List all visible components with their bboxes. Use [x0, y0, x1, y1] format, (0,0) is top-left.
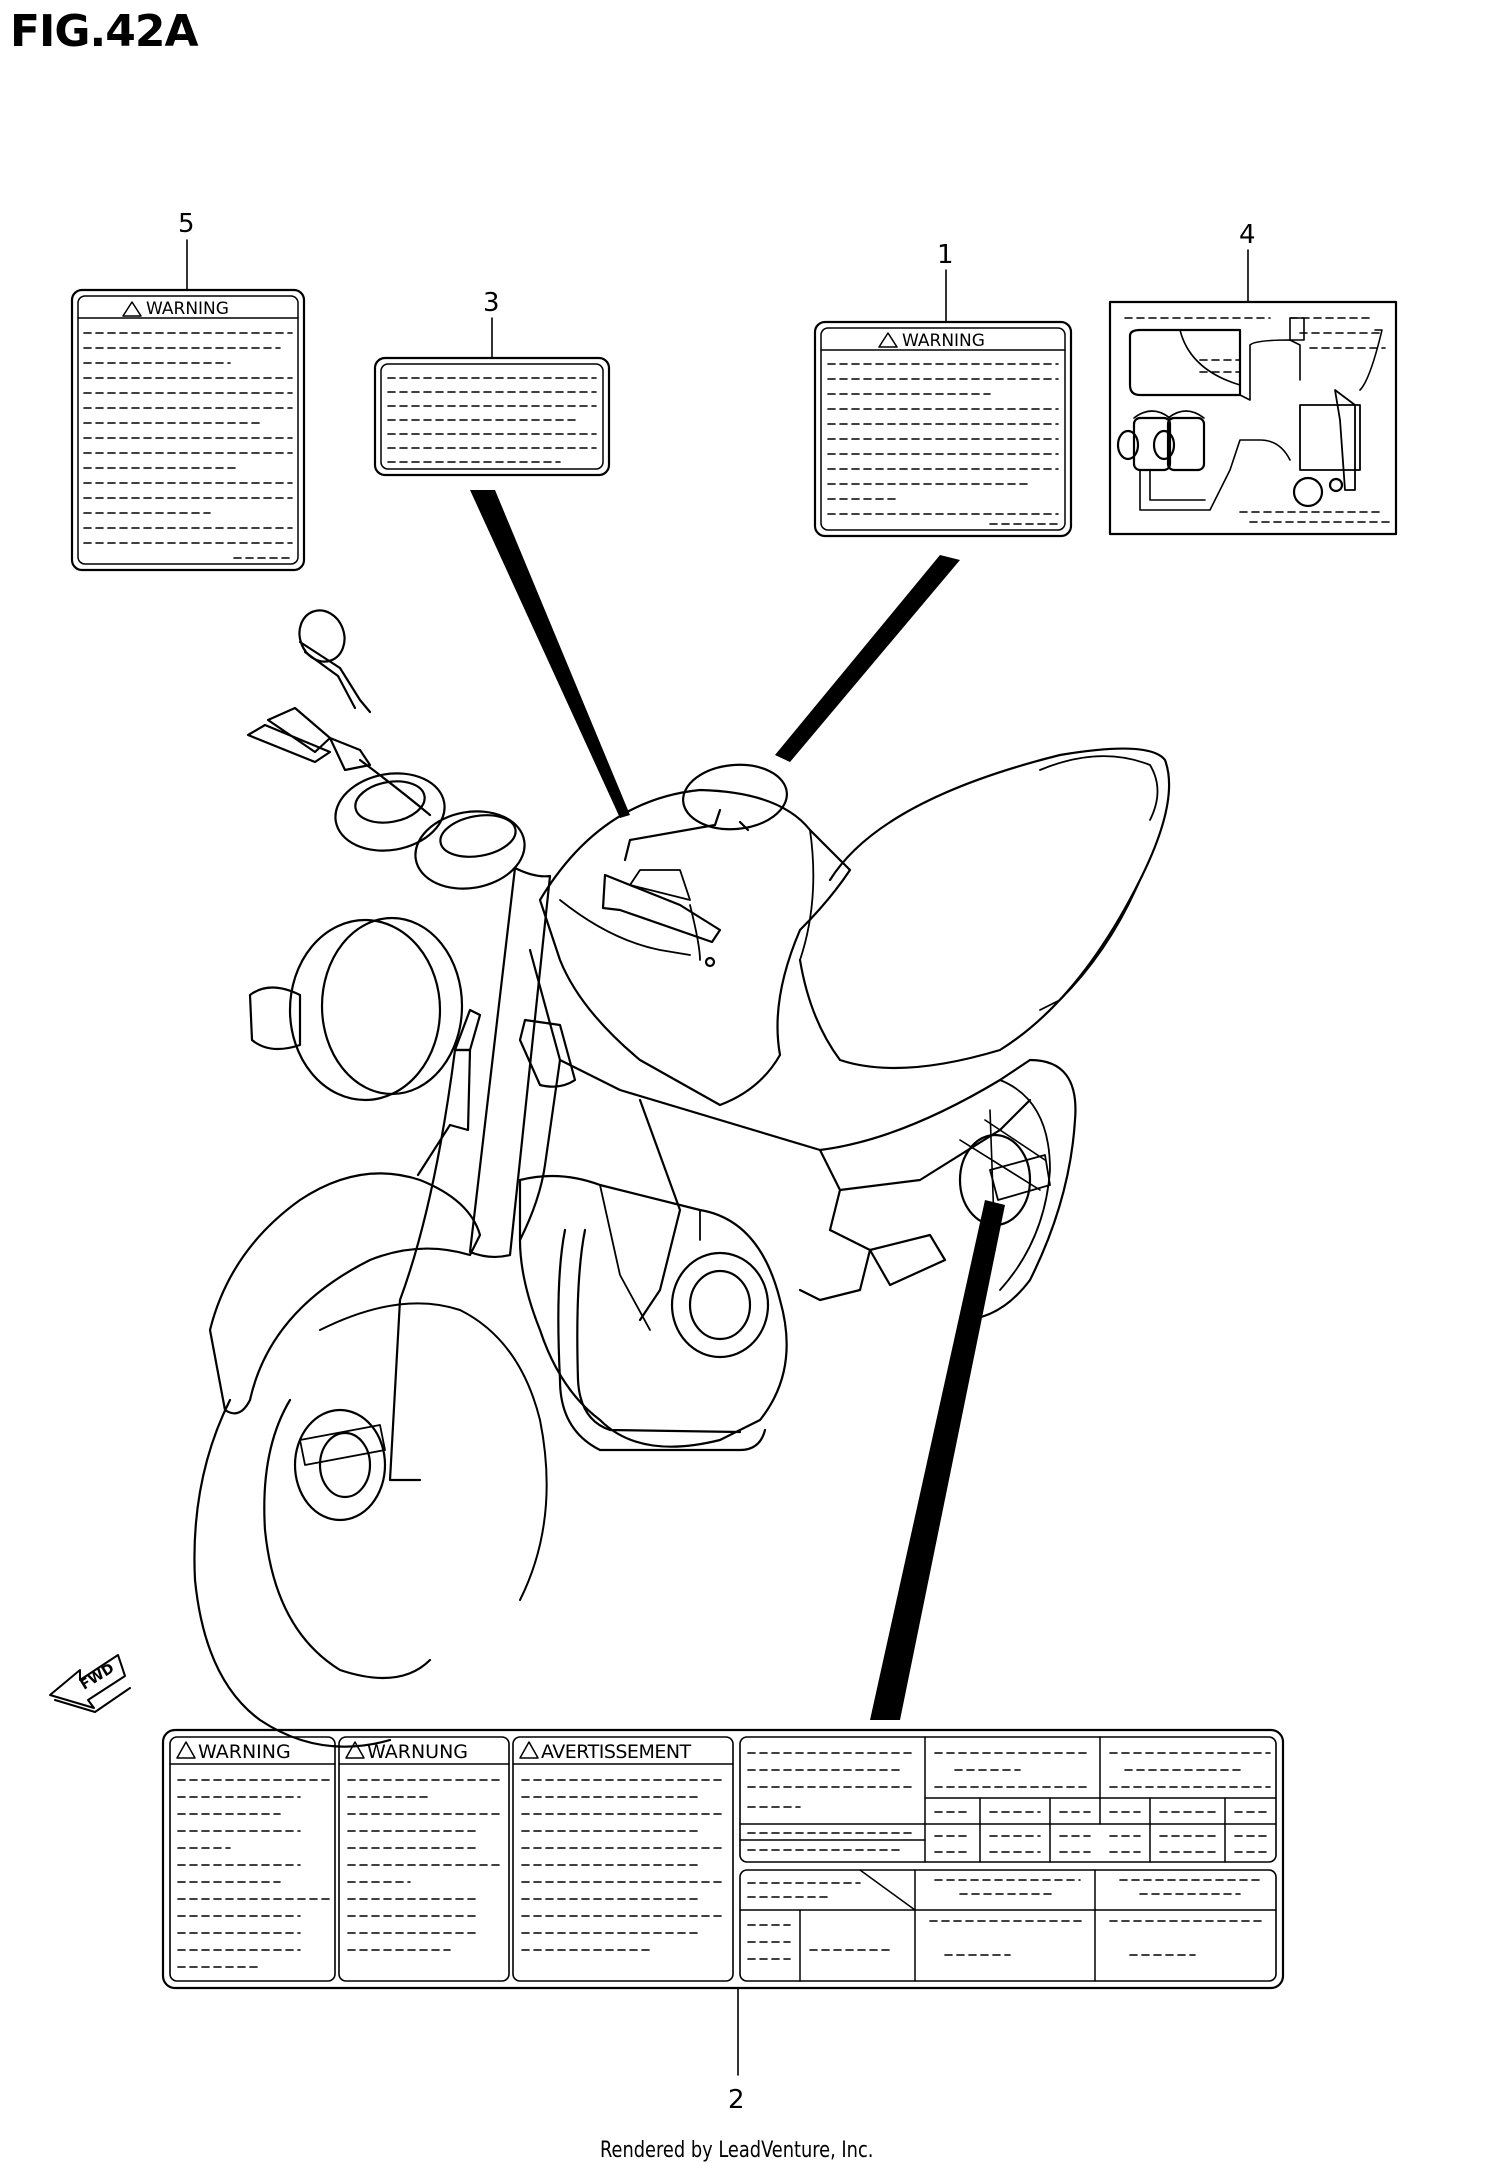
- front-fork-right: [468, 866, 552, 1259]
- label-5-heading: WARNING: [146, 299, 229, 319]
- connector-icon: [1116, 410, 1206, 472]
- left-mirror: [298, 609, 346, 663]
- front-rim: [263, 1398, 432, 1680]
- motorcycle-illustration: [193, 609, 1171, 1748]
- callout-4: 4: [1239, 220, 1256, 250]
- label-4-schematic-sticker[interactable]: [1108, 300, 1398, 536]
- right-turn-signal: [518, 1018, 577, 1088]
- exhaust-pipe: [557, 1228, 767, 1452]
- rear-wheel: [958, 1058, 1077, 1322]
- pointer-2: [870, 1200, 1005, 1720]
- label-5-text-lines: [83, 332, 293, 559]
- label-2-heading-fr: AVERTISSEMENT: [541, 1741, 692, 1763]
- callout-1: 1: [937, 240, 954, 270]
- pointer-1: [775, 555, 960, 762]
- front-hub: [293, 1408, 387, 1522]
- right-mirror: [682, 763, 788, 831]
- engine-cover: [670, 1251, 770, 1359]
- label-2-heading-en: WARNING: [198, 1741, 291, 1763]
- warning-triangle-icon: [122, 301, 142, 317]
- warning-triangle-icon: [345, 1741, 365, 1759]
- label-1-heading: WARNING: [902, 331, 985, 351]
- footpeg: [868, 1233, 947, 1287]
- speedometer: [334, 772, 446, 852]
- label-5-warning-sticker[interactable]: WARNING: [70, 288, 306, 572]
- label-3-sticker[interactable]: [373, 356, 611, 477]
- callout-5: 5: [178, 209, 195, 239]
- left-turn-signal: [248, 986, 302, 1051]
- seat: [798, 747, 1171, 1070]
- fwd-arrow-icon: FWD: [49, 1654, 131, 1713]
- front-tire: [193, 1398, 392, 1748]
- tachometer: [414, 810, 526, 890]
- headlight: [288, 918, 442, 1102]
- callout-2: 2: [728, 2085, 745, 2115]
- label-2-heading-de: WARNUNG: [367, 1741, 468, 1763]
- warning-triangle-icon: [176, 1741, 196, 1759]
- label-1-warning-sticker[interactable]: WARNING: [813, 320, 1073, 538]
- frame: [528, 948, 842, 1232]
- callout-3: 3: [483, 288, 500, 318]
- footer-credit: Rendered by LeadVenture, Inc.: [600, 2138, 874, 2163]
- pointer-3: [470, 490, 630, 818]
- warning-triangle-icon: [878, 332, 898, 348]
- front-fender: [208, 1172, 482, 1415]
- right-grip: [601, 873, 722, 944]
- label-2-multilingual-sticker[interactable]: WARNING WARNUNG AVERTISSEMENT: [161, 1728, 1285, 1990]
- engine: [518, 1174, 788, 1448]
- fuel-tank: [538, 788, 852, 1107]
- figure-title: FIG.42A: [10, 6, 199, 57]
- warning-triangle-icon: [519, 1741, 539, 1759]
